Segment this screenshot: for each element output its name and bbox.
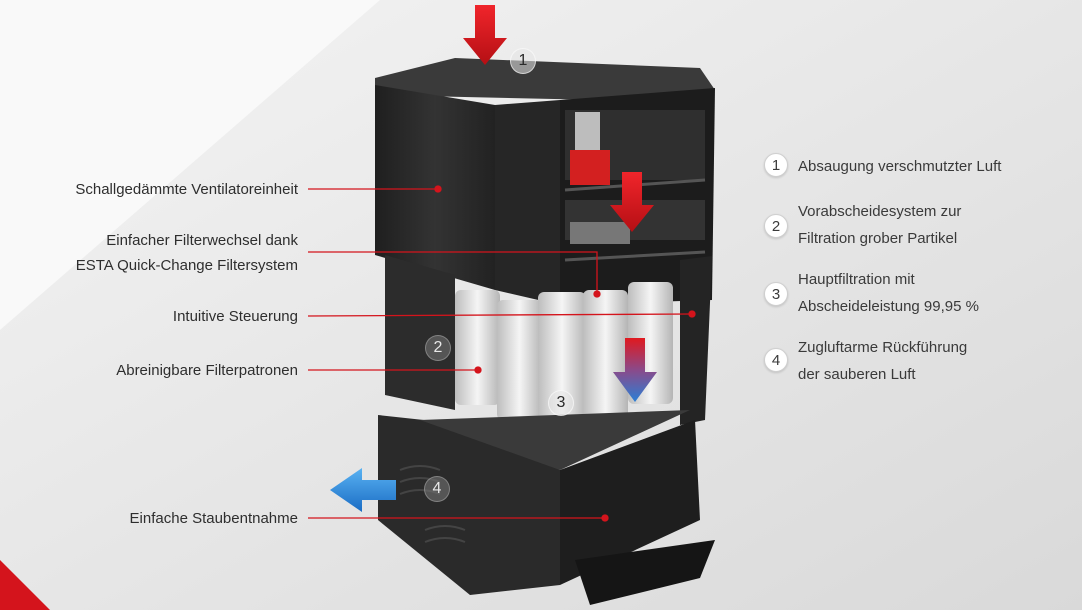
- callout-ventilator: Schallgedämmte Ventilatoreinheit: [75, 177, 298, 202]
- legend-item-1: 1 Absaugung verschmutzter Luft: [764, 153, 1001, 180]
- legend-item-2: 2 Vorabscheidesystem zur Filtration grob…: [764, 198, 961, 252]
- legend-number-1: 1: [764, 153, 788, 177]
- extraction-unit: [375, 58, 715, 605]
- legend-item-3: 3 Hauptfiltration mit Abscheideleistung …: [764, 266, 979, 320]
- callout-steuerung: Intuitive Steuerung: [173, 304, 298, 329]
- mainfilter-arrow: [613, 338, 657, 402]
- legend-3-line-1: Hauptfiltration mit: [798, 271, 915, 288]
- marker-3: 3: [548, 390, 574, 416]
- outlet-arrow: [330, 468, 396, 512]
- background-light-panel: [0, 0, 380, 330]
- callout-filterwechsel: Einfacher Filterwechsel dank ESTA Quick-…: [76, 228, 298, 278]
- marker-4: 4: [424, 476, 450, 502]
- leader-lines: [307, 185, 696, 522]
- callout-filterwechsel-line-2: ESTA Quick-Change Filtersystem: [75, 257, 298, 274]
- legend-number-2: 2: [764, 214, 788, 238]
- legend-number-3: 3: [764, 282, 788, 306]
- legend-2-line-1: Vorabscheidesystem zur: [798, 203, 962, 220]
- callout-steuerung-line-1: Intuitive Steuerung: [172, 308, 298, 325]
- corner-accent: [0, 560, 50, 610]
- callout-staubentnahme: Einfache Staubentnahme: [130, 506, 298, 531]
- callout-filterpatronen: Abreinigbare Filterpatronen: [116, 358, 298, 383]
- prefilter-arrow: [610, 172, 654, 232]
- legend-text-4: Zugluftarme Rückführung der sauberen Luf…: [798, 334, 967, 388]
- legend-4-line-2: der sauberen Luft: [798, 366, 916, 383]
- legend-number-4: 4: [764, 348, 788, 372]
- callout-filterwechsel-line-1: Einfacher Filterwechsel dank: [106, 232, 298, 249]
- legend-text-1: Absaugung verschmutzter Luft: [798, 153, 1001, 180]
- legend-2-line-2: Filtration grober Partikel: [798, 230, 958, 247]
- legend-1-line-1: Absaugung verschmutzter Luft: [798, 158, 1002, 175]
- inlet-arrow: [463, 5, 507, 65]
- legend-text-2: Vorabscheidesystem zur Filtration grober…: [798, 198, 961, 252]
- legend-text-3: Hauptfiltration mit Abscheideleistung 99…: [798, 266, 979, 320]
- legend-4-line-1: Zugluftarme Rückführung: [798, 339, 968, 356]
- legend-3-line-2: Abscheideleistung 99,95 %: [798, 298, 979, 315]
- marker-2: 2: [425, 335, 451, 361]
- callout-staubentnahme-line-1: Einfache Staubentnahme: [129, 510, 298, 527]
- legend-item-4: 4 Zugluftarme Rückführung der sauberen L…: [764, 334, 967, 388]
- marker-1: 1: [510, 48, 536, 74]
- callout-filterpatronen-line-1: Abreinigbare Filterpatronen: [116, 362, 298, 379]
- callout-ventilator-line-1: Schallgedämmte Ventilatoreinheit: [75, 181, 298, 198]
